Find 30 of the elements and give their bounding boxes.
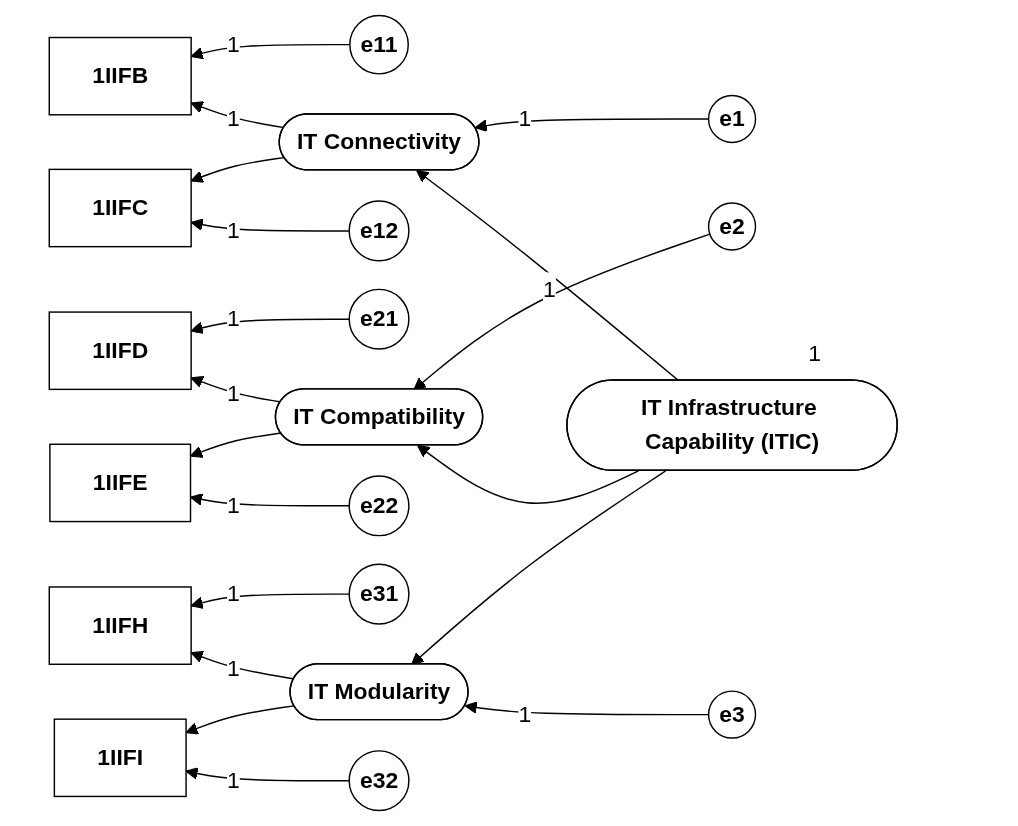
edge-label: 1 <box>226 581 240 606</box>
edge-label: 1 <box>226 767 240 793</box>
node-circle: e21 <box>348 288 410 350</box>
edge-label: 1 <box>226 655 240 681</box>
edge-label: 1 <box>226 381 240 406</box>
node-circle: e12 <box>348 200 410 262</box>
arrow <box>416 170 680 382</box>
node-circle: e11 <box>349 14 409 75</box>
edge-label: 1 <box>518 106 532 131</box>
edge-label: 1 <box>226 492 240 518</box>
edge-label: 1 <box>542 276 556 301</box>
node-circle: e31 <box>348 563 410 625</box>
edge-label: 1 <box>518 701 532 727</box>
node-box: 1IIFB <box>48 36 192 116</box>
node-box: 1IIFH <box>48 586 192 665</box>
node-circle: e1 <box>707 94 757 144</box>
edge-label: 1 <box>226 306 240 331</box>
node-box: 1IIFI <box>53 718 187 798</box>
node-circle: e32 <box>348 750 410 812</box>
node-label: 1 <box>808 341 821 366</box>
node-box: 1IIFE <box>49 443 192 523</box>
node-box: 1IIFD <box>48 311 192 391</box>
node-circle: e2 <box>707 202 757 251</box>
edge-label: 1 <box>226 218 240 243</box>
node-box: 1IIFC <box>48 168 192 248</box>
node-circle: e3 <box>707 690 757 739</box>
node-circle: e22 <box>348 475 410 537</box>
arrow <box>417 444 640 505</box>
edge-label: 1 <box>226 106 240 131</box>
edge-label: 1 <box>226 31 240 57</box>
